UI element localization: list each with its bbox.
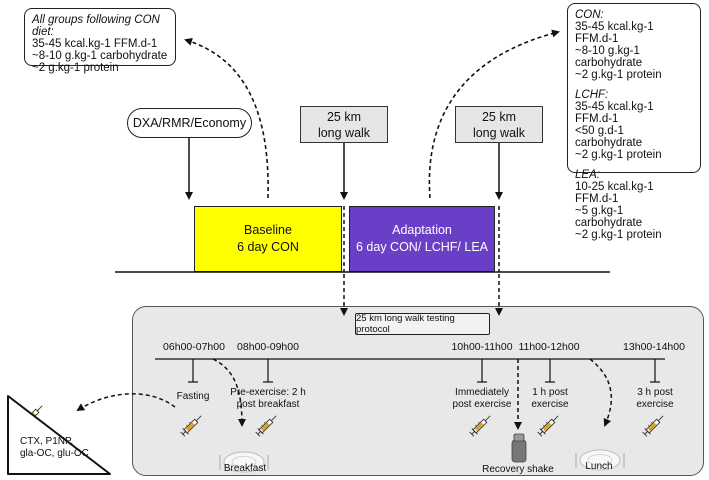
con-diet-protein: ~2 g.kg-1 protein (575, 69, 662, 81)
adaptation-diet-arrow (428, 29, 560, 199)
baseline-diet-heading: All groups following CON diet: (32, 14, 160, 38)
timepoint-time: 13h00-14h00 (623, 341, 685, 353)
adaptation-diets-box: CON: 35-45 kcal.kg-1 FFM.d-1 ~8-10 g.kg-… (567, 3, 701, 241)
timepoint-marker (263, 359, 273, 383)
lea-diet-protein: ~2 g.kg-1 protein (575, 229, 662, 241)
lunch-label: Lunch (585, 461, 613, 472)
timepoint-label: Pre-exercise: 2 h post breakfast (230, 387, 306, 410)
con-diet-energy: 35-45 kcal.kg-1 FFM.d-1 (575, 21, 654, 45)
breakfast-label: Breakfast (223, 463, 267, 474)
lea-diet-energy: 10-25 kcal.kg-1 FFM.d-1 (575, 181, 654, 205)
recovery-shake-label: Recovery shake (482, 464, 554, 475)
markers-triangle (7, 395, 111, 475)
lunch-plate-icon (575, 449, 625, 471)
baseline-title: Baseline (244, 223, 292, 237)
syringe-icon (254, 412, 280, 438)
timepoint-label: Immediately post exercise (452, 387, 512, 410)
lchf-diet-heading: LCHF: (575, 89, 609, 101)
lea-diet-carbohydrate: ~5 g.kg-1 carbohydrate (575, 205, 643, 229)
long-walk-box-adaptation: 25 km long walk (455, 106, 543, 143)
protocol-title-box: 25 km long walk testing protocol (355, 313, 490, 335)
syringe-icon (468, 412, 494, 438)
syringe-icon (179, 412, 205, 438)
timepoint-time: 10h00-11h00 (451, 341, 513, 353)
lchf-diet-energy: 35-45 kcal.kg-1 FFM.d-1 (575, 101, 654, 125)
adaptation-phase: Adaptation 6 day CON/ LCHF/ LEA (349, 206, 495, 272)
baseline-diet-protein: ~2 g.kg-1 protein (32, 62, 119, 74)
timepoint-time: 08h00-09h00 (237, 341, 299, 353)
long-walk-distance: 25 km (481, 109, 517, 124)
lea-diet-heading: LEA: (575, 169, 600, 181)
baseline-phase: Baseline 6 day CON (194, 206, 342, 272)
syringe-icon (536, 412, 562, 438)
long-walk-text: long walk (472, 125, 526, 140)
timepoint-time: 06h00-07h00 (163, 341, 225, 353)
markers-arrow (76, 393, 176, 412)
long-walk-distance: 25 km (326, 109, 362, 124)
shake-bottle-icon (511, 433, 527, 463)
markers-label: CTX, P1NP, gla-OC, glu-OC (20, 436, 89, 459)
timepoint-marker (188, 359, 198, 383)
timepoint-label: Fasting (176, 391, 210, 402)
baseline-diet-arrow (184, 37, 269, 199)
lchf-diet-carbohydrate: <50 g.d-1 carbohydrate (575, 125, 643, 149)
breakfast-plate-icon (219, 451, 269, 473)
timepoint-marker (545, 359, 555, 383)
long-walk-box-baseline: 25 km long walk (300, 106, 388, 143)
measurements-pill: DXA/RMR/Economy (127, 108, 252, 138)
baseline-diet-box: All groups following CON diet: 35-45 kca… (24, 8, 176, 74)
long-walk-text: long walk (317, 125, 371, 140)
baseline-diet-carbohydrate: ~8-10 g.kg-1 carbohydrate (32, 50, 168, 62)
con-diet-carbohydrate: ~8-10 g.kg-1 carbohydrate (575, 45, 643, 69)
timepoint-marker (477, 359, 487, 383)
adaptation-subtitle: 6 day CON/ LCHF/ LEA (356, 240, 488, 254)
timepoint-marker (650, 359, 660, 383)
baseline-subtitle: 6 day CON (237, 240, 299, 254)
measurements-label: DXA/RMR/Economy (132, 116, 247, 130)
protocol-title: 25 km long walk testing protocol (356, 313, 455, 335)
con-diet-heading: CON: (575, 9, 604, 21)
syringe-icon (641, 412, 667, 438)
timepoint-label: 1 h post exercise (531, 387, 569, 410)
lchf-diet-protein: ~2 g.kg-1 protein (575, 149, 662, 161)
adaptation-title: Adaptation (392, 223, 452, 237)
timepoint-label: 3 h post exercise (636, 387, 674, 410)
baseline-diet-energy: 35-45 kcal.kg-1 FFM.d-1 (32, 38, 158, 50)
lunch-arrow (589, 358, 613, 427)
timepoint-time: 11h00-12h00 (518, 341, 580, 353)
